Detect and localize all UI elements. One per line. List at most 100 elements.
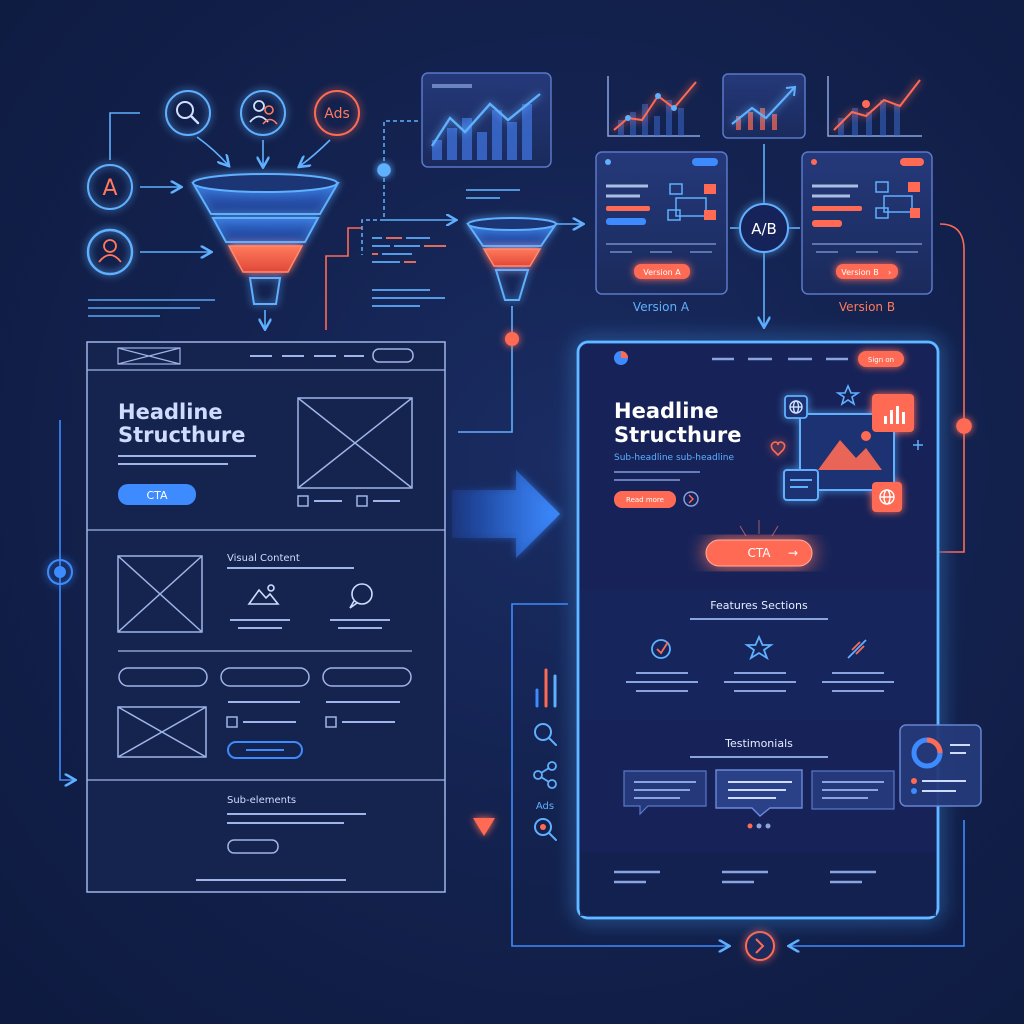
wireframe-visual-content-label: Visual Content [227,553,300,564]
left-loop-connector [47,420,74,780]
funnel-to-final-connector [458,306,519,433]
version-b-button-chevron: › [888,268,891,277]
donut-chart-icon [911,737,943,769]
ab-test-node [739,203,789,253]
source-text-lines [88,299,215,317]
version-b-card: Version B › [801,151,933,295]
chat-icon [349,583,373,609]
features-title: Features Sections [710,599,808,612]
right-feedback-loop [828,223,972,552]
wireframe-secondary-button[interactable] [227,741,303,759]
version-b-button[interactable] [836,264,898,279]
version-b-diagram [875,181,920,219]
mini-chart-2 [722,73,806,139]
wireframe-sub-elements-label: Sub-elements [227,795,296,806]
version-a-diagram [667,183,716,221]
wireframe-page: Headline Structhure CTA Visual Content [86,341,446,893]
traffic-sources: Ads A [86,90,360,317]
analytics-bars [432,104,532,160]
wireframe-cta-label: CTA [146,489,168,502]
sign-in-button[interactable] [858,351,904,367]
final-cta-arrow: → [788,546,798,560]
version-a-caption: Version A [633,300,690,314]
version-a-button[interactable] [634,264,690,279]
ads-source [314,90,360,136]
version-a-card: Version A [595,151,728,295]
wireframe-pill-button-3[interactable] [322,667,412,687]
version-a-button-label: Version A [643,268,681,277]
wireframe-pill-buttons [118,667,412,687]
users-source [240,90,286,136]
testimonial-card-1 [623,770,707,816]
mini-charts [607,73,922,139]
a-source [87,164,133,210]
wireframe-visual-image [117,555,203,633]
search-icon [534,723,557,746]
hero-illustration [770,394,914,512]
share-icon [533,761,557,789]
testimonials-title: Testimonials [724,737,793,750]
red-down-arrow [473,630,495,836]
final-logo-icon [614,351,628,365]
next-step-button[interactable] [745,931,775,961]
conversion-funnel-secondary [466,189,558,301]
testimonial-card-2 [715,769,803,817]
person-source [86,228,134,276]
feature-star-icon [744,634,774,661]
read-more-arrow-button[interactable] [683,491,699,507]
metrics-card [899,724,982,807]
person-icon [98,239,122,263]
conversion-funnel-main [191,173,340,305]
wireframe-pill-button-2[interactable] [220,667,310,687]
sign-in-label: Sign on [868,356,894,364]
version-b-button-label: Version B [841,268,878,277]
final-headline-line2: Structhure [614,423,741,447]
feature-target-icon [651,639,671,659]
wireframe-nav-button[interactable] [372,348,414,363]
wireframe-bottom-image [117,706,207,758]
side-ads-label: Ads [536,801,554,812]
optimized-landing-page: Sign on Headline Structhure Sub-headline… [576,340,940,920]
wireframe-headline-line2: Structhure [118,423,245,447]
cta-glow-rays [739,520,779,537]
analytics-trend-line [430,93,541,147]
wireframe-hero-image [297,397,413,489]
globe-icon [789,400,895,505]
star-icon [835,383,861,406]
wireframe-pill-button-1[interactable] [118,667,208,687]
analytics-connector [361,120,455,255]
coral-feedback-line [325,227,362,330]
sparkle-icon [913,440,923,450]
read-more-button[interactable] [614,491,676,508]
ads-label: Ads [324,106,350,122]
feature-rocket-icon [847,639,867,659]
final-cta-label: CTA [748,546,772,560]
a-label: A [102,176,117,201]
testimonial-card-3 [811,770,895,810]
source-connectors [109,112,331,252]
wireframe-cta-button[interactable] [118,484,196,505]
bottom-loop-connector [511,603,965,946]
search-source [165,90,211,136]
search-analytics-icon [534,818,557,841]
mini-chart-1 [607,76,700,137]
read-more-label: Read more [626,496,664,504]
version-b-caption: Version B [839,300,895,314]
ab-connectors [730,144,800,326]
code-snippet [372,237,446,307]
wireframe-logo [117,347,181,365]
analytics-card [421,72,552,168]
search-icon [176,101,200,125]
final-subheadline: Sub-headline sub-headline [614,453,734,463]
transition-arrow [452,470,560,558]
side-icons: Ads [533,668,557,841]
wireframe-headline-line1: Headline [118,400,223,424]
mini-chart-3 [827,76,922,137]
final-headline-line1: Headline [614,399,719,423]
carousel-dots[interactable] [747,823,771,829]
wireframe-sub-button[interactable] [227,839,279,854]
users-icon [249,100,278,125]
final-cta-button[interactable] [705,539,813,567]
ab-label: A/B [751,220,777,238]
